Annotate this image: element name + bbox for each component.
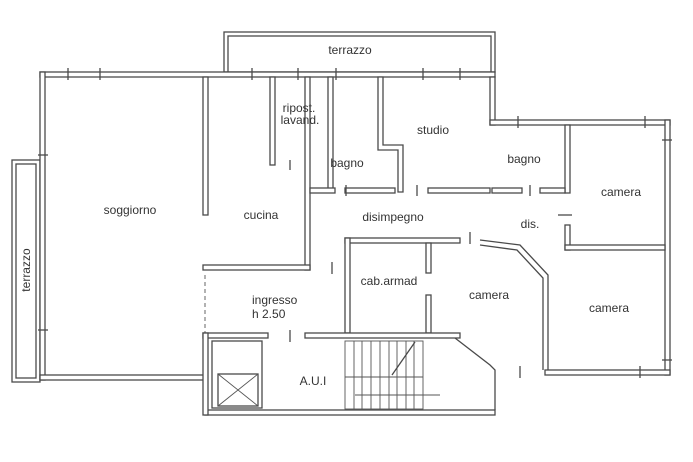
label-lavand: lavand.	[281, 113, 320, 127]
wall-cab-right-a	[425, 242, 432, 274]
room-labels: terrazzo terrazzo soggiorno cucina ripos…	[19, 43, 641, 388]
label-cucina: cucina	[244, 208, 279, 222]
wall-bagno-bottom	[344, 187, 396, 194]
label-camera-2: camera	[469, 288, 509, 302]
wall-left	[39, 71, 46, 381]
door-marks	[38, 68, 672, 378]
wall-aui-left	[202, 332, 209, 416]
wall-ingresso-bottom-a	[202, 332, 269, 339]
wall-ripost-left	[269, 76, 276, 166]
label-soggiorno: soggiorno	[104, 203, 157, 217]
wall-cucina-bottom	[202, 264, 311, 271]
wall-bagno2-bottom-b	[539, 187, 566, 194]
terrace-top-inner	[227, 35, 492, 73]
wall-cab-right-b	[425, 294, 432, 334]
wall-camera2-diag-inner	[479, 244, 544, 370]
wall-top	[39, 71, 496, 78]
walls	[11, 31, 672, 416]
wall-cucina-left	[202, 76, 209, 216]
label-ingresso: ingresso	[252, 293, 298, 307]
label-bagno-2: bagno	[507, 152, 541, 166]
wall-soggiorno-bottom	[39, 374, 206, 381]
label-terrazzo-top: terrazzo	[328, 43, 372, 57]
label-aui: A.U.I	[300, 374, 327, 388]
wall-bottom	[204, 409, 496, 416]
label-dis: dis.	[521, 217, 540, 231]
wall-studio-right	[489, 76, 496, 126]
label-cab-armad: cab.armad	[361, 274, 418, 288]
wall-cab-top	[344, 237, 461, 244]
wall-cab-left	[344, 237, 351, 334]
staircase	[344, 340, 440, 410]
wall-camera2-diag	[479, 239, 549, 370]
wall-ripost-right	[327, 76, 334, 191]
wall-bagno2-right	[564, 124, 571, 194]
wall-camera-divider	[564, 244, 666, 251]
label-ripost: ripost.	[283, 101, 316, 115]
wall-stair-diag	[454, 337, 496, 410]
wall-right-bottom	[544, 369, 671, 376]
label-height: h 2.50	[252, 307, 286, 321]
wall-right-top	[489, 119, 671, 126]
label-bagno-1: bagno	[330, 156, 364, 170]
wall-ingresso-bottom-b	[304, 332, 461, 339]
label-camera-3: camera	[589, 301, 629, 315]
label-camera-1: camera	[601, 185, 641, 199]
label-studio: studio	[417, 123, 449, 137]
wall-bagno2-bottom-a	[491, 187, 523, 194]
terrace-left-inner	[15, 163, 37, 379]
label-terrazzo-left: terrazzo	[19, 248, 33, 292]
wall-bagno-studio	[377, 76, 404, 193]
wall-right	[664, 119, 671, 376]
wall-studio-bottom	[427, 187, 491, 194]
lift-cross	[217, 373, 259, 407]
wall-bagno-bottom-left	[309, 187, 336, 194]
label-disimpegno: disimpegno	[362, 210, 424, 224]
